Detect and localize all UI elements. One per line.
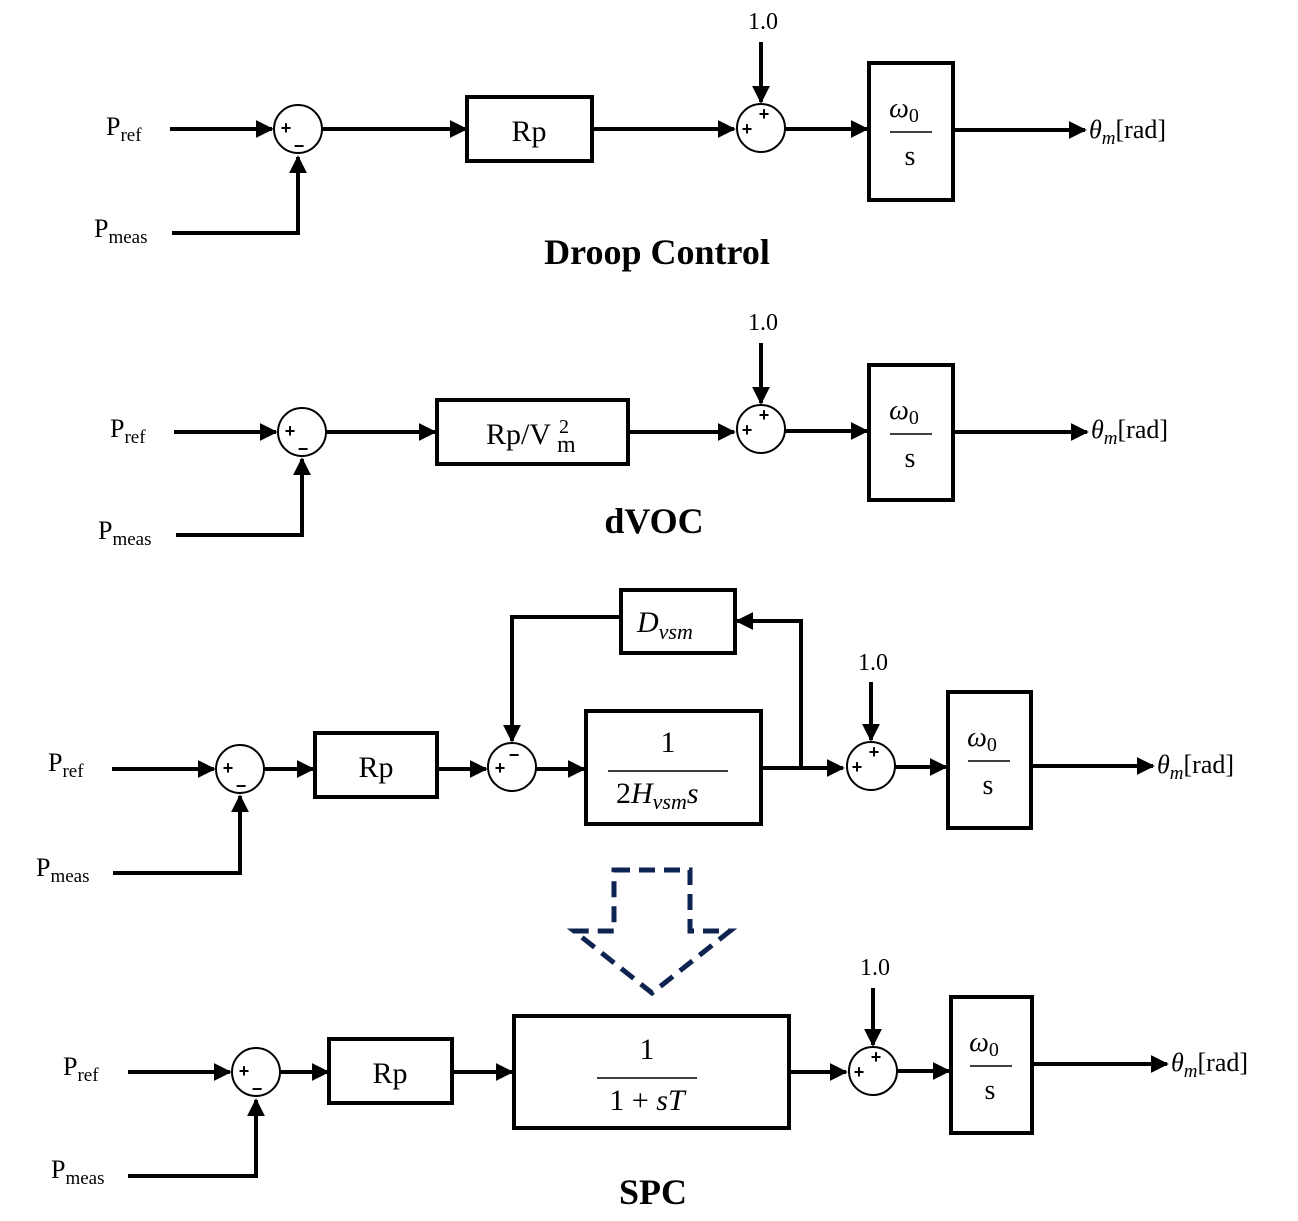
plus-sign: + xyxy=(239,1061,250,1081)
spc-const-label: 1.0 xyxy=(860,955,890,981)
spc-gain-block: Rp xyxy=(327,1037,454,1105)
dvoc-output-label: θm[rad] xyxy=(1091,415,1168,449)
dvoc-gain-block: Rp/V 2 m xyxy=(435,398,630,466)
droop-title: Droop Control xyxy=(544,232,770,272)
vsm-sum-junction-2: − + xyxy=(487,742,537,792)
vsm-gain-block: Rp xyxy=(313,731,439,799)
spc-gain-label: Rp xyxy=(372,1057,407,1090)
dvoc-pmeas-label: Pmeas xyxy=(98,516,152,550)
droop-control-diagram: Pref Pmeas + − Rp 1.0 + + ω0 s xyxy=(94,9,1166,272)
dvoc-pmeas-arrow xyxy=(176,457,311,537)
spc-lowpass-block: 1 1 + sT xyxy=(512,1014,791,1130)
vsm-diagram: Pref Pmeas + − Rp − + 1 2Hvsms xyxy=(36,588,1234,887)
spc-sum-junction-1: + − xyxy=(231,1047,281,1099)
integrator-denominator: s xyxy=(905,141,916,172)
dvoc-diagram: Pref Pmeas + − Rp/V 2 m 1.0 + + ω0 xyxy=(98,310,1168,550)
swing-denominator: 2Hvsms xyxy=(616,777,699,814)
droop-pmeas-arrow xyxy=(172,155,307,235)
integrator-numerator: ω0 xyxy=(967,722,997,756)
vsm-feedback-arrow xyxy=(735,612,803,768)
vsm-pmeas-label: Pmeas xyxy=(36,853,90,887)
droop-sum-junction-2: + + xyxy=(736,103,786,153)
vsm-output-label: θm[rad] xyxy=(1157,750,1234,784)
integrator-denominator: s xyxy=(985,1075,996,1106)
droop-gain-label: Rp xyxy=(511,115,546,148)
spc-diagram: Pref Pmeas + − Rp 1 1 + sT 1.0 + + xyxy=(51,955,1248,1212)
dvoc-title: dVOC xyxy=(604,501,703,541)
spc-pref-label: Pref xyxy=(63,1052,99,1086)
plus-sign: + xyxy=(285,421,296,441)
droop-integrator-block: ω0 s xyxy=(867,61,955,202)
lowpass-numerator: 1 xyxy=(640,1033,655,1066)
plus-sign: + xyxy=(759,405,770,425)
plus-sign: + xyxy=(742,119,753,139)
plus-sign: + xyxy=(871,1047,882,1067)
spc-pmeas-arrow xyxy=(128,1098,265,1178)
droop-output-label: θm[rad] xyxy=(1089,115,1166,149)
minus-sign: − xyxy=(294,136,305,156)
plus-sign: + xyxy=(281,118,292,138)
minus-sign: − xyxy=(236,776,247,796)
damping-label: Dvsm xyxy=(636,606,693,644)
vsm-gain-label: Rp xyxy=(358,751,393,784)
vsm-feedback-arrow xyxy=(503,615,621,743)
plus-sign: + xyxy=(854,1062,865,1082)
spc-title: SPC xyxy=(619,1172,687,1212)
spc-output-label: θm[rad] xyxy=(1171,1048,1248,1082)
droop-gain-block: Rp xyxy=(465,95,594,163)
droop-const-label: 1.0 xyxy=(748,9,778,35)
vsm-damping-block: Dvsm xyxy=(619,588,737,655)
droop-sum-junction-1: + − xyxy=(273,104,323,156)
integrator-numerator: ω0 xyxy=(969,1027,999,1061)
plus-sign: + xyxy=(759,104,770,124)
dvoc-sum-junction-2: + + xyxy=(736,404,786,454)
plus-sign: + xyxy=(869,742,880,762)
dvoc-const-label: 1.0 xyxy=(748,310,778,336)
vsm-swing-block: 1 2Hvsms xyxy=(584,709,763,826)
spc-sum-junction-2: + + xyxy=(848,1046,898,1096)
dvoc-gain-sup: 2 xyxy=(559,416,569,438)
droop-pmeas-label: Pmeas xyxy=(94,214,148,248)
spc-pmeas-label: Pmeas xyxy=(51,1155,105,1189)
dvoc-sum-junction-1: + − xyxy=(277,407,327,459)
dvoc-gain-label: Rp/V xyxy=(486,418,551,451)
minus-sign: − xyxy=(298,439,309,459)
integrator-numerator: ω0 xyxy=(889,93,919,127)
plus-sign: + xyxy=(742,420,753,440)
plus-sign: + xyxy=(852,757,863,777)
vsm-sum-junction-1: + − xyxy=(215,744,265,796)
vsm-const-label: 1.0 xyxy=(858,650,888,676)
lowpass-denominator: 1 + sT xyxy=(609,1084,687,1117)
vsm-sum-junction-3: + + xyxy=(846,741,896,791)
transform-down-arrow-icon xyxy=(566,867,738,997)
swing-numerator: 1 xyxy=(661,726,676,759)
integrator-denominator: s xyxy=(905,443,916,474)
minus-sign: − xyxy=(252,1079,263,1099)
vsm-integrator-block: ω0 s xyxy=(946,690,1033,830)
integrator-numerator: ω0 xyxy=(889,395,919,429)
dvoc-integrator-block: ω0 s xyxy=(867,363,955,502)
plus-sign: + xyxy=(495,758,506,778)
minus-sign: − xyxy=(509,745,520,765)
vsm-pref-label: Pref xyxy=(48,748,84,782)
integrator-denominator: s xyxy=(983,770,994,801)
droop-pref-label: Pref xyxy=(106,112,142,146)
vsm-pmeas-arrow xyxy=(113,794,249,875)
spc-integrator-block: ω0 s xyxy=(949,995,1034,1135)
dvoc-gain-sub: m xyxy=(557,432,576,458)
plus-sign: + xyxy=(223,758,234,778)
dvoc-pref-label: Pref xyxy=(110,414,146,448)
